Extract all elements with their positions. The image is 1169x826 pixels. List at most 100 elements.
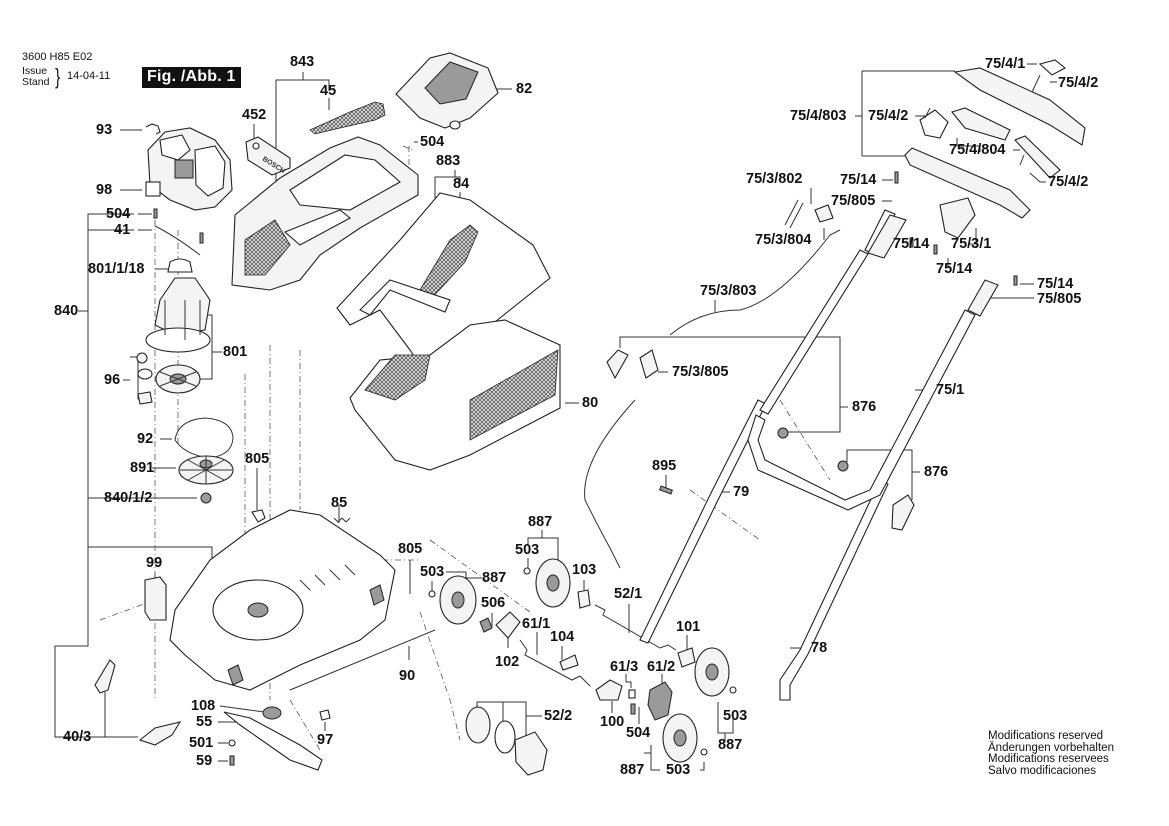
part-label: 891 xyxy=(130,460,155,476)
part-label: 100 xyxy=(600,714,625,730)
part-label: 504 xyxy=(626,725,651,741)
part-label: 503 xyxy=(666,762,691,778)
stand-label: Stand xyxy=(22,76,50,88)
part-label: 504 xyxy=(420,134,445,150)
notice-line-fr: Modifications reservees xyxy=(988,753,1109,765)
part-40-3-plug xyxy=(94,659,182,746)
part-label: 75/805 xyxy=(831,193,876,209)
part-99-flap xyxy=(144,576,167,621)
part-103-bracket xyxy=(577,589,591,609)
part-label: 75/14 xyxy=(893,236,930,252)
part-label: 883 xyxy=(436,153,461,169)
part-41-cable xyxy=(153,208,204,273)
part-label: 75/3/803 xyxy=(700,283,757,299)
part-label: 101 xyxy=(676,619,701,635)
part-label: 503 xyxy=(515,542,540,558)
part-label: 75/4/2 xyxy=(868,108,909,124)
part-label: 96 xyxy=(104,372,121,388)
part-label: 52/2 xyxy=(544,708,573,724)
part-82-control-panel xyxy=(395,52,499,130)
part-label: 895 xyxy=(652,458,677,474)
part-100-lever xyxy=(595,679,623,701)
part-label: 843 xyxy=(290,54,315,70)
part-label: 887 xyxy=(718,737,743,753)
part-label: 82 xyxy=(516,81,533,97)
part-891-pulley xyxy=(178,455,234,504)
part-label: 85 xyxy=(331,495,348,511)
part-label: 805 xyxy=(245,451,270,467)
part-label: 506 xyxy=(481,595,506,611)
mower-deck-chassis xyxy=(169,509,396,691)
part-79-lower-handle-left xyxy=(639,399,767,644)
part-label: 104 xyxy=(550,629,575,645)
part-80-grass-box xyxy=(349,319,561,471)
part-label: 97 xyxy=(317,732,334,748)
part-label: 452 xyxy=(242,107,267,123)
part-506-bushing xyxy=(479,617,493,633)
part-label: 887 xyxy=(482,570,507,586)
part-label: 108 xyxy=(191,698,216,714)
part-label: 840 xyxy=(54,303,79,319)
part-805-screw xyxy=(251,509,266,523)
part-label: 99 xyxy=(146,555,163,571)
part-label: 75/3/1 xyxy=(951,236,992,252)
part-801-motor xyxy=(145,277,211,394)
notice-line-es: Salvo modificaciones xyxy=(988,764,1097,777)
part-label: 75/4/2 xyxy=(1058,75,1099,91)
part-61-1-axle xyxy=(519,639,591,687)
part-label: 75/4/803 xyxy=(790,108,847,124)
part-label: 103 xyxy=(572,562,597,578)
part-85-spring xyxy=(333,517,351,523)
part-label: 75/3/805 xyxy=(672,364,729,380)
part-label: 45 xyxy=(320,83,337,99)
part-45-handle-grip xyxy=(309,101,386,135)
part-label: 805 xyxy=(398,541,423,557)
part-label: 887 xyxy=(620,762,645,778)
part-75-3-1-cup xyxy=(933,197,976,255)
document-number: 3600 H85 E02 xyxy=(22,51,93,63)
part-label: 75/1 xyxy=(936,382,965,398)
part-102-bracket xyxy=(495,611,521,639)
part-label: 75/14 xyxy=(840,172,877,188)
part-label: 98 xyxy=(96,182,113,198)
part-75-3-803-cable xyxy=(584,229,841,569)
part-label: 55 xyxy=(196,714,213,730)
part-label: 61/3 xyxy=(610,659,639,675)
part-452-badge: BOSCH xyxy=(245,136,291,176)
part-78-lower-handle-right xyxy=(779,479,889,701)
leader-lines xyxy=(54,63,1057,771)
part-label: 61/1 xyxy=(522,616,551,632)
part-75-805-tube-end xyxy=(867,214,999,317)
part-843-upper-housing xyxy=(231,136,419,291)
part-75-3-805-clamp xyxy=(606,349,659,380)
part-887-wheel-front-left xyxy=(428,575,477,625)
part-label: 501 xyxy=(189,735,214,751)
part-label: 92 xyxy=(137,431,154,447)
part-label: 59 xyxy=(196,753,213,769)
part-876-knob xyxy=(777,427,915,531)
part-887-wheel-rear-lower xyxy=(662,713,708,763)
part-label: 84 xyxy=(453,176,470,192)
part-label: 887 xyxy=(528,514,553,530)
part-label: 75/14 xyxy=(936,261,973,277)
part-55-blade xyxy=(223,706,323,771)
part-label: 79 xyxy=(733,484,750,500)
part-label: 102 xyxy=(495,654,520,670)
notice-line-en: Modifications reserved xyxy=(988,730,1104,742)
part-label: 90 xyxy=(399,668,416,684)
part-895-pin xyxy=(659,485,673,495)
part-label: 75/4/2 xyxy=(1048,174,1089,190)
part-label: 75/3/804 xyxy=(755,232,812,248)
part-label: 75/14 xyxy=(1037,276,1074,292)
part-61-2-handle xyxy=(647,681,673,721)
part-label: 503 xyxy=(420,564,445,580)
modifications-notice: Modifications reserved Änderungen vorbeh… xyxy=(988,730,1114,777)
part-104-clip xyxy=(559,654,579,671)
issue-date: 14-04-11 xyxy=(67,70,111,82)
part-97-screw xyxy=(319,709,331,721)
part-label: 75/3/802 xyxy=(746,171,803,187)
part-label: 876 xyxy=(924,464,949,480)
part-93-cable-clip xyxy=(145,123,161,135)
part-98-switch-housing xyxy=(145,127,233,211)
part-887-wheel-rear-upper xyxy=(694,647,737,697)
